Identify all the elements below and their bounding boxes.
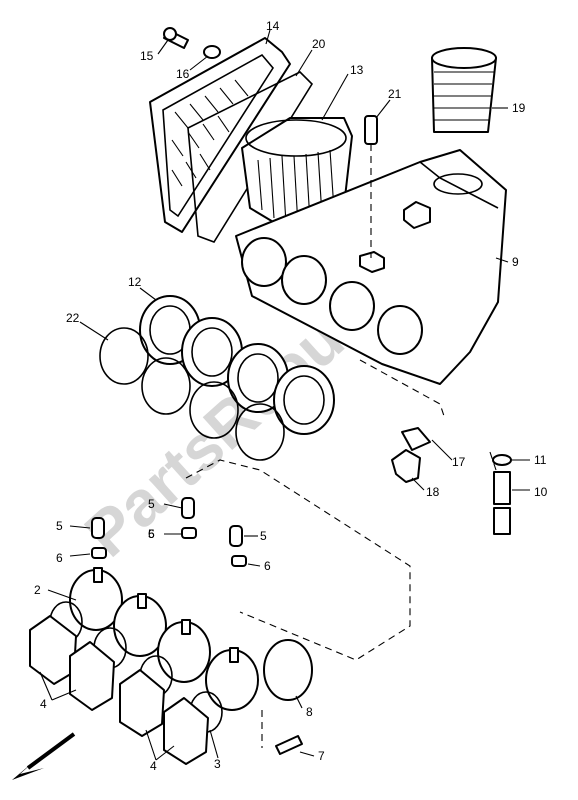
callout-5a: 5 bbox=[56, 519, 63, 533]
cover-screw bbox=[163, 27, 189, 49]
callout-12: 12 bbox=[128, 275, 142, 289]
callout-6b: 6 bbox=[148, 527, 155, 541]
intake-flanges bbox=[29, 615, 209, 765]
vacuum-caps bbox=[91, 497, 243, 547]
breather-tube bbox=[431, 47, 497, 133]
callout-6c: 6 bbox=[264, 559, 271, 573]
callout-18: 18 bbox=[426, 485, 440, 499]
callout-5c: 5 bbox=[260, 529, 267, 543]
leader-lines bbox=[39, 29, 530, 761]
callout-5b: 5 bbox=[148, 497, 155, 511]
carburetor-joints bbox=[139, 295, 335, 435]
callout-14: 14 bbox=[266, 19, 280, 33]
callout-3: 3 bbox=[214, 757, 221, 771]
callout-16: 16 bbox=[176, 67, 190, 81]
callout-20: 20 bbox=[312, 37, 326, 51]
callout-9: 9 bbox=[512, 255, 519, 269]
drain-hose bbox=[492, 454, 512, 535]
callout-21: 21 bbox=[388, 87, 402, 101]
callout-labels: 15 16 14 20 13 21 19 9 12 22 17 18 11 10… bbox=[34, 19, 548, 773]
callout-4a: 4 bbox=[40, 697, 47, 711]
callout-7: 7 bbox=[318, 749, 325, 763]
front-direction-arrow-icon bbox=[12, 732, 76, 780]
hose-clamps bbox=[99, 327, 285, 461]
callout-8: 8 bbox=[306, 705, 313, 719]
callout-22: 22 bbox=[66, 311, 80, 325]
clamp-screw bbox=[261, 710, 303, 755]
callout-5d: 5 bbox=[148, 527, 155, 541]
callout-15: 15 bbox=[140, 49, 154, 63]
callout-17: 17 bbox=[452, 455, 466, 469]
callout-19: 19 bbox=[512, 101, 526, 115]
cylinder-head-outline bbox=[185, 359, 497, 661]
callout-11: 11 bbox=[534, 453, 547, 467]
callout-10: 10 bbox=[534, 485, 548, 499]
air-filter-cover bbox=[149, 37, 291, 233]
callout-13: 13 bbox=[350, 63, 364, 77]
case-bolt bbox=[364, 115, 378, 258]
rear-clamp bbox=[263, 639, 313, 701]
callout-4b: 4 bbox=[150, 759, 157, 773]
callout-6a: 6 bbox=[56, 551, 63, 565]
callout-2: 2 bbox=[34, 583, 41, 597]
air-filter-case bbox=[235, 149, 507, 385]
vacuum-cap-clips bbox=[91, 527, 247, 567]
intake-insulators bbox=[69, 567, 259, 711]
crankcase-hose bbox=[391, 427, 431, 483]
cover-washer bbox=[203, 45, 221, 59]
